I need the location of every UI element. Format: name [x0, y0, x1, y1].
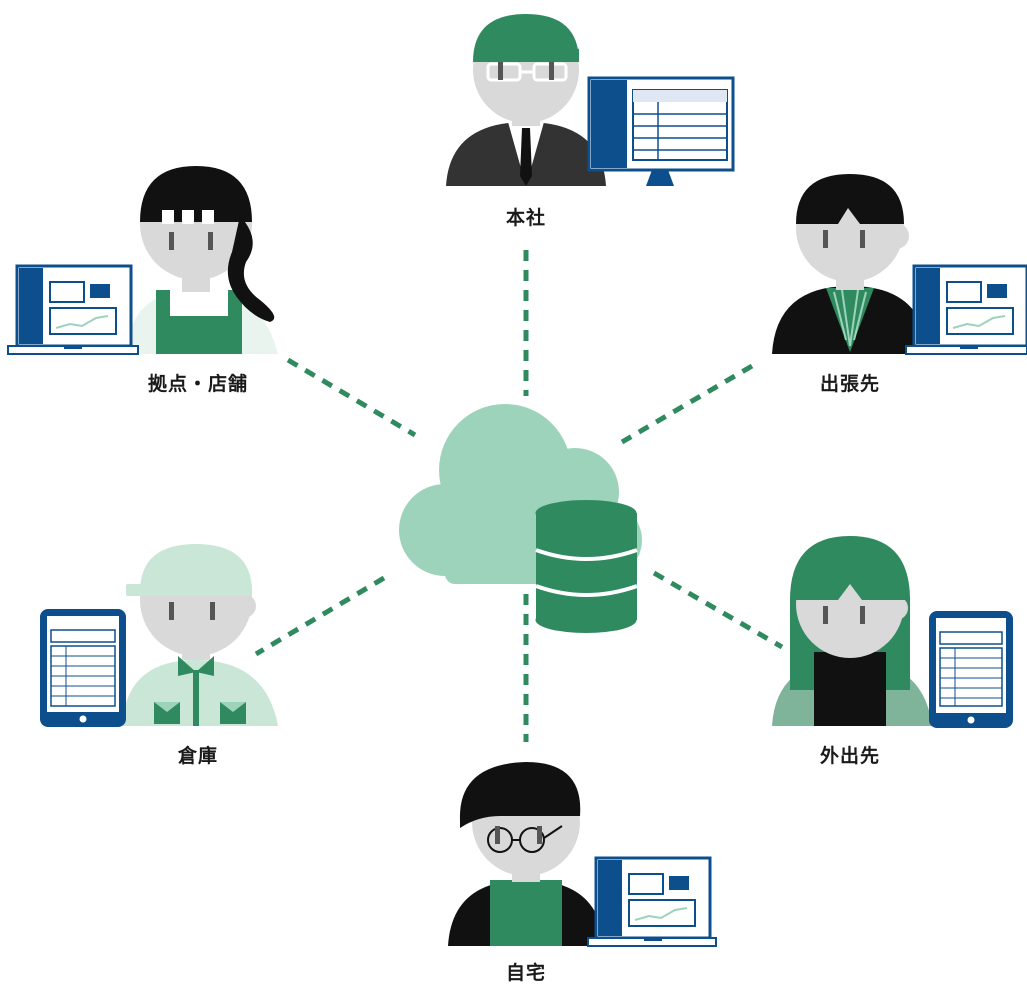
label-jitaku: 自宅	[505, 962, 547, 984]
label-soko: 倉庫	[177, 745, 219, 767]
label-shucchosaki: 出張先	[819, 373, 881, 395]
person-kyoten	[7, 166, 278, 355]
laptop-icon	[7, 264, 139, 355]
laptop-icon	[587, 856, 717, 947]
person-soko	[40, 544, 278, 727]
connector-soko	[254, 575, 386, 657]
label-gaishutsusaki: 外出先	[819, 745, 881, 767]
person-shucchosaki	[772, 174, 1027, 355]
connector-kyoten	[286, 357, 417, 438]
monitor-icon	[587, 76, 735, 186]
connector-gaishutsusaki	[652, 570, 784, 650]
connector-shucchosaki	[620, 363, 754, 445]
label-kyoten: 拠点・店舗	[147, 373, 249, 395]
laptop-icon	[905, 264, 1027, 355]
label-honsha: 本社	[505, 207, 547, 229]
connectors	[254, 250, 784, 742]
tablet-icon	[40, 609, 126, 727]
tablet-icon	[929, 611, 1013, 728]
person-jitaku	[448, 762, 717, 947]
database-icon	[535, 500, 638, 633]
person-gaishutsusaki	[772, 536, 1013, 728]
person-honsha	[446, 14, 735, 186]
cloud-database-icon	[399, 404, 642, 633]
